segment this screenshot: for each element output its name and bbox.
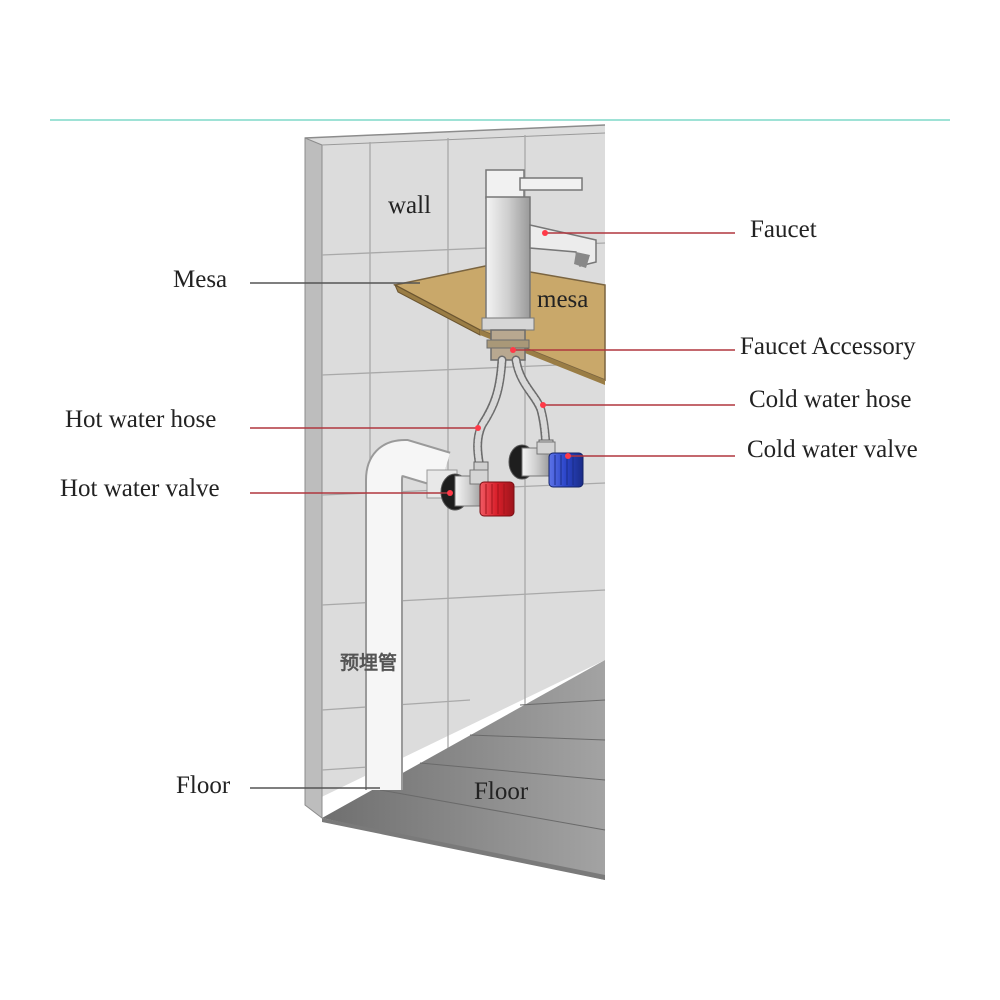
callout-cold-water-hose: Cold water hose — [749, 386, 912, 413]
leader-lines — [250, 232, 735, 789]
callout-hot-water-hose: Hot water hose — [65, 406, 217, 433]
floor-tiles — [379, 699, 606, 831]
mesa-in-label: mesa — [537, 286, 589, 313]
hoses — [473, 355, 554, 477]
callout-floor: Floor — [176, 772, 231, 799]
callout-hot-water-valve: Hot water valve — [60, 475, 220, 502]
callout-cold-water-valve: Cold water valve — [747, 436, 918, 463]
floor-plane — [322, 660, 605, 880]
hot-valve-icon — [440, 469, 515, 517]
callout-faucet-accessory: Faucet Accessory — [740, 333, 916, 360]
callout-mesa: Mesa — [173, 266, 228, 293]
wall-edge — [304, 137, 323, 820]
leader-dots — [447, 230, 571, 496]
embedded-pipe-label: 预埋管 — [340, 652, 398, 674]
callout-faucet: Faucet — [750, 216, 817, 243]
cold-valve-icon — [508, 441, 584, 488]
floor-in-label: Floor — [474, 778, 529, 805]
wall-label: wall — [388, 192, 432, 219]
